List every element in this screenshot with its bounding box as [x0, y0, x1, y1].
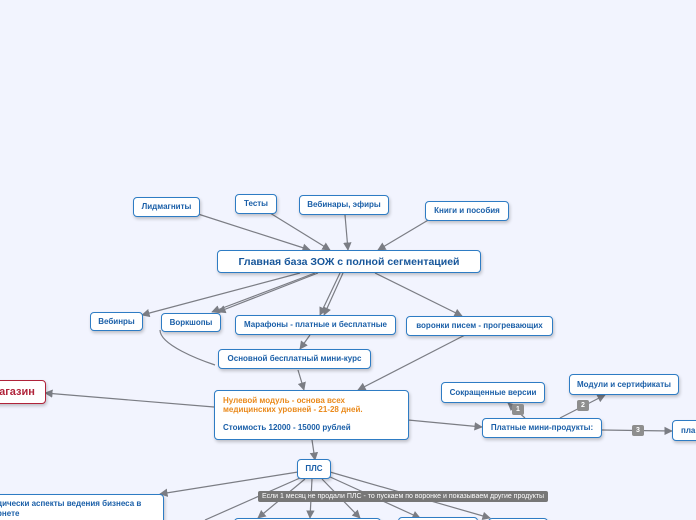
- node-workshops[interactable]: Воркшопы: [161, 313, 221, 332]
- node-modules-certs[interactable]: Модули и сертификаты: [569, 374, 679, 395]
- link-main-workshops-a: [211, 272, 316, 314]
- link-webinars-ethers-main: [343, 214, 352, 251]
- link-zero-store: [44, 389, 215, 408]
- link-zero-paid: [407, 419, 483, 431]
- node-marathons[interactable]: Марафоны - платные и бесплатные: [235, 315, 396, 335]
- link-lidmagnets-main: [197, 213, 311, 252]
- link-main-webinars: [141, 272, 301, 318]
- link-pls-down-1: [204, 477, 301, 520]
- link-funnels-zero: [357, 334, 466, 391]
- node-pla[interactable]: пла: [672, 420, 696, 441]
- zero-module-price: Стоимость 12000 - 15000 рублей: [223, 423, 351, 432]
- link-marathons-freecourse: [299, 334, 311, 350]
- zero-module-title-line2: медицинских уровней - 21-28 дней.: [223, 405, 363, 414]
- node-pls[interactable]: ПЛС: [297, 459, 331, 479]
- node-lidmagnets[interactable]: Лидмагниты: [133, 197, 200, 217]
- link-books-main: [377, 218, 431, 251]
- link-freecourse-zero: [297, 369, 306, 391]
- node-main-base[interactable]: Главная база ЗОЖ с полной сегментацией: [217, 250, 481, 273]
- node-short-versions[interactable]: Сокращенные версии: [441, 382, 545, 403]
- node-paid-mini[interactable]: Платные мини-продукты:: [482, 418, 602, 438]
- badge-3: 3: [632, 425, 644, 436]
- node-tests[interactable]: Тесты: [235, 194, 277, 214]
- badge-2: 2: [577, 400, 589, 411]
- zero-module-title-line1: Нулевой модуль - основа всех: [223, 396, 346, 405]
- link-zero-pls: [309, 439, 319, 461]
- link-tests-main: [269, 212, 331, 251]
- node-funnels[interactable]: воронки писем - прогревающих: [406, 316, 553, 336]
- node-free-course[interactable]: Основной бесплатный мини-курс: [218, 349, 371, 369]
- node-zero-module[interactable]: Нулевой модуль - основа всех медицинских…: [214, 390, 409, 440]
- node-methodical-aspects[interactable]: дически аспекты ведения бизнеса в рнете: [0, 494, 164, 520]
- link-main-workshops-b: [217, 272, 319, 314]
- link-main-marathons-a: [319, 272, 341, 316]
- node-books[interactable]: Книги и пособия: [425, 201, 509, 221]
- badge-1: 1: [512, 404, 524, 415]
- node-bottom-2[interactable]: [398, 517, 478, 520]
- link-main-funnels: [374, 272, 463, 317]
- tooltip-note: Если 1 месяц не продали ПЛС - то пускаем…: [258, 491, 549, 502]
- link-main-marathons-b: [323, 272, 344, 316]
- node-webinars[interactable]: Вебинры: [90, 312, 143, 331]
- node-store[interactable]: агазин: [0, 380, 46, 404]
- link-workshops-zero: [159, 329, 216, 366]
- node-webinars-ethers[interactable]: Вебинары, эфиры: [299, 195, 389, 215]
- link-pls-methodical: [159, 471, 299, 497]
